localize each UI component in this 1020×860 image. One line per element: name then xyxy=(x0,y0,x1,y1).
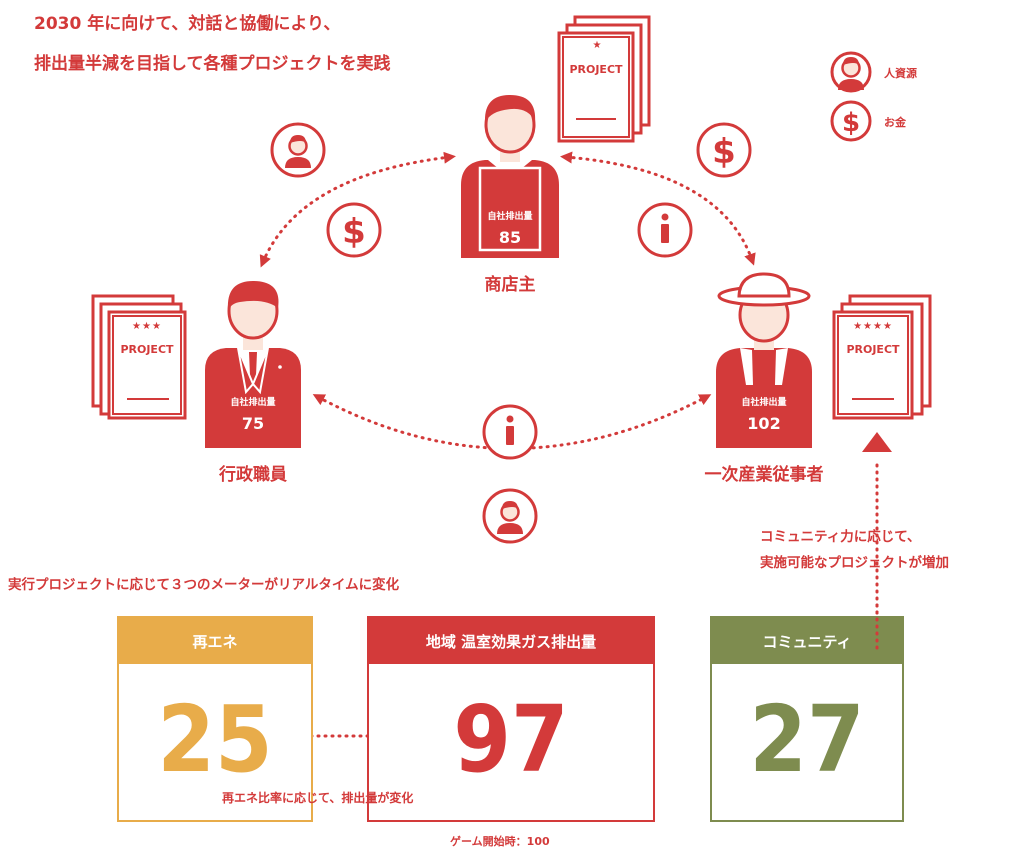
farmer-figure xyxy=(716,272,812,448)
project-card-label: PROJECT xyxy=(846,343,900,356)
community-meter-value: 27 xyxy=(749,686,865,793)
money-icon: $ xyxy=(326,202,382,258)
svg-text:★★★★: ★★★★ xyxy=(853,321,893,332)
info-icon xyxy=(482,404,538,460)
project-card-stack-shopkeeper xyxy=(557,15,651,143)
svg-text:$: $ xyxy=(842,108,860,138)
emission-meter-label: 地域 温室効果ガス排出量 xyxy=(369,618,653,664)
farmer-label: 一次産業従事者 xyxy=(704,465,824,485)
human-resource-icon xyxy=(482,488,538,544)
arrow-shop-official xyxy=(259,151,456,268)
svg-text:$: $ xyxy=(342,212,366,252)
farmer-emission-value: 102 xyxy=(747,414,780,433)
project-up-arrowhead xyxy=(862,432,892,452)
official-figure xyxy=(205,281,301,448)
renewable-meter-label: 再エネ xyxy=(119,618,311,664)
human-resource-icon xyxy=(270,122,326,178)
info-icon xyxy=(637,202,693,258)
money-icon: $ xyxy=(696,122,752,178)
community-meter-label: コミュニティ xyxy=(712,618,902,664)
official-label: 行政職員 xyxy=(219,465,287,485)
community-meter: コミュニティ 27 xyxy=(710,616,904,822)
svg-text:★: ★ xyxy=(593,40,602,51)
community-note-line-2: 実施可能なプロジェクトが増加 xyxy=(760,555,949,571)
project-card-label: PROJECT xyxy=(120,343,174,356)
star-icon: ★ xyxy=(593,40,602,51)
shopkeeper-badge-label: 自社排出量 xyxy=(487,210,532,222)
emission-meter: 地域 温室効果ガス排出量 97 xyxy=(367,616,655,822)
title-line-1: 2030 年に向けて、対話と協働により、 xyxy=(34,14,341,34)
official-emission-value: 75 xyxy=(242,414,264,433)
shopkeeper-figure xyxy=(461,95,559,258)
emission-meter-value: 97 xyxy=(453,686,569,793)
meters-note: 実行プロジェクトに応じて３つのメーターがリアルタイムに変化 xyxy=(8,577,400,593)
renewable-meter-value: 25 xyxy=(157,686,273,793)
project-card-label: PROJECT xyxy=(569,63,623,76)
shopkeeper-emission-value: 85 xyxy=(499,228,521,247)
svg-text:$: $ xyxy=(712,132,736,172)
legend-human-resource-icon xyxy=(830,51,872,93)
project-card-stack-official xyxy=(91,294,187,420)
svg-text:★★★: ★★★ xyxy=(132,321,162,332)
official-badge-label: 自社排出量 xyxy=(230,396,275,408)
farmer-badge-label: 自社排出量 xyxy=(741,396,786,408)
renewable-note: 再エネ比率に応じて、排出量が変化 xyxy=(222,791,414,805)
renewable-meter: 再エネ 25 xyxy=(117,616,313,822)
legend-human-resources-label: 人資源 xyxy=(884,67,917,80)
star-icon: ★★★ xyxy=(132,321,162,332)
game-start-note: ゲーム開始時：100 xyxy=(450,835,550,848)
shopkeeper-label: 商店主 xyxy=(484,275,536,295)
star-icon: ★★★★ xyxy=(853,321,893,332)
arrow-shop-farmer xyxy=(560,151,756,266)
project-card-stack-farmer xyxy=(832,294,932,420)
community-note-line-1: コミュニティ力に応じて、 xyxy=(760,529,921,545)
legend-money-label: お金 xyxy=(884,116,906,129)
title-line-2: 排出量半減を目指して各種プロジェクトを実践 xyxy=(34,54,391,74)
legend-money-icon: $ xyxy=(830,100,872,142)
